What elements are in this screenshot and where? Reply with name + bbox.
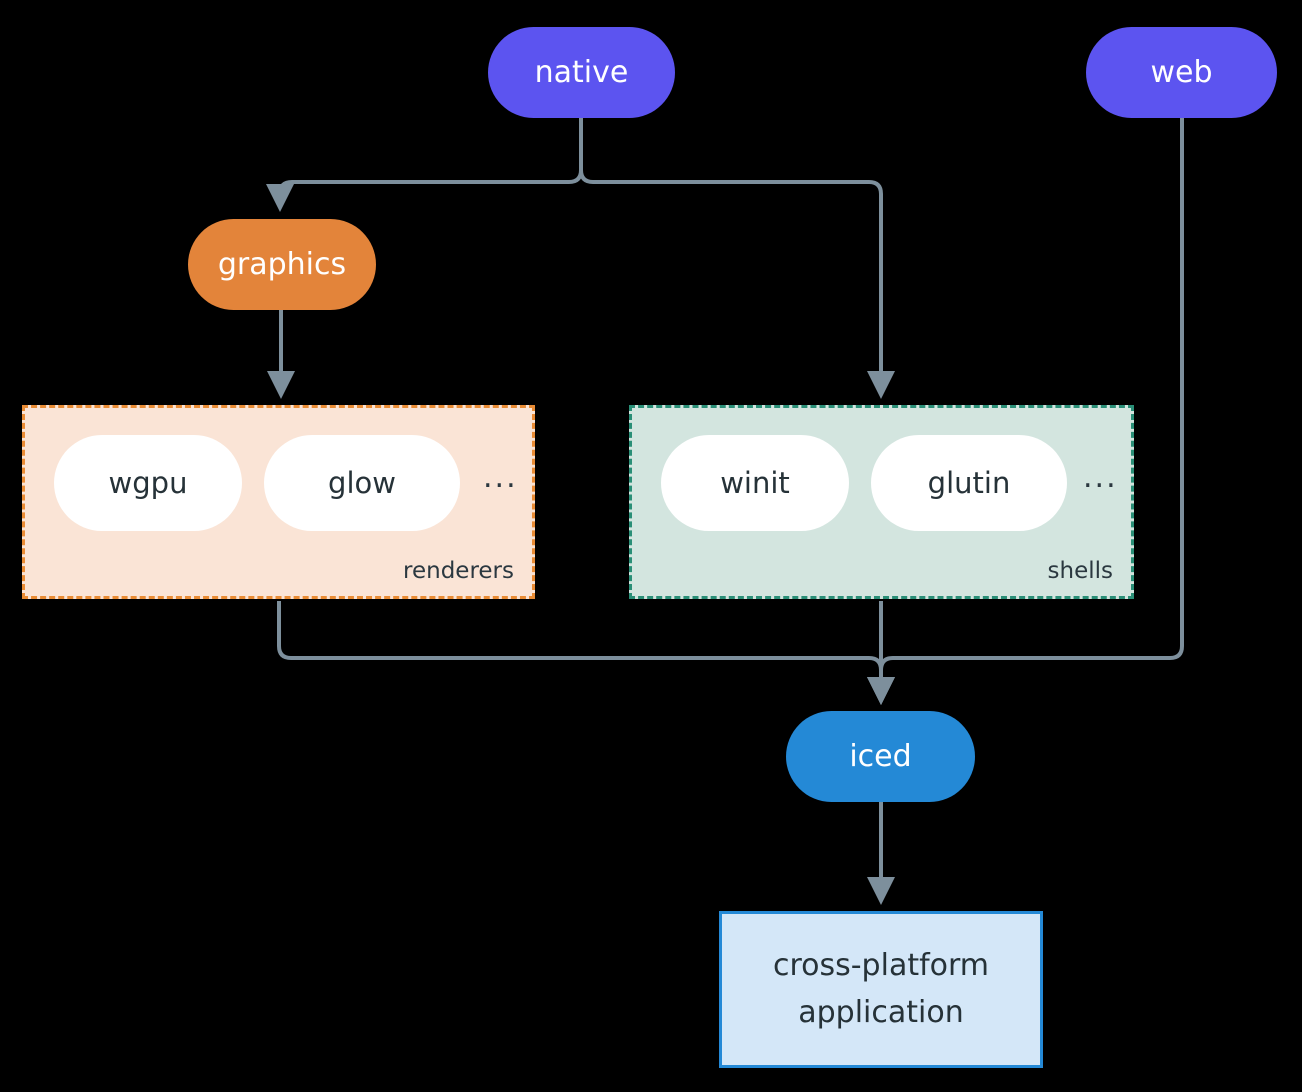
group-renderers: wgpu glow ... renderers (22, 405, 535, 599)
edge-native-trunk (266, 118, 583, 212)
node-wgpu-label: wgpu (108, 466, 188, 500)
node-glutin-label: glutin (927, 466, 1011, 500)
node-web-label: web (1150, 54, 1213, 90)
edge-native-to-shells (579, 118, 895, 399)
group-shells-label: shells (1047, 558, 1113, 584)
node-winit[interactable]: winit (661, 435, 849, 531)
application-label-line2: application (798, 994, 964, 1030)
group-renderers-label: renderers (403, 558, 514, 584)
node-glow[interactable]: glow (264, 435, 460, 531)
node-graphics[interactable]: graphics (188, 219, 376, 310)
node-glow-label: glow (328, 466, 396, 500)
node-winit-label: winit (720, 466, 790, 500)
edge-renderers-to-iced (277, 601, 895, 705)
node-wgpu[interactable]: wgpu (54, 435, 242, 531)
application-label-line1: cross-platform (772, 948, 990, 983)
node-web[interactable]: web (1086, 27, 1277, 118)
node-native[interactable]: native (488, 27, 675, 118)
node-iced[interactable]: iced (786, 711, 975, 802)
node-application[interactable]: cross-platform application (719, 911, 1043, 1068)
node-native-label: native (534, 54, 629, 90)
shells-ellipsis: ... (1083, 460, 1118, 495)
node-graphics-label: graphics (217, 246, 347, 282)
group-shells: winit glutin ... shells (629, 405, 1134, 599)
renderers-ellipsis: ... (483, 460, 518, 495)
node-glutin[interactable]: glutin (871, 435, 1067, 531)
edge-web-to-iced (867, 118, 1184, 705)
node-iced-label: iced (849, 738, 912, 774)
